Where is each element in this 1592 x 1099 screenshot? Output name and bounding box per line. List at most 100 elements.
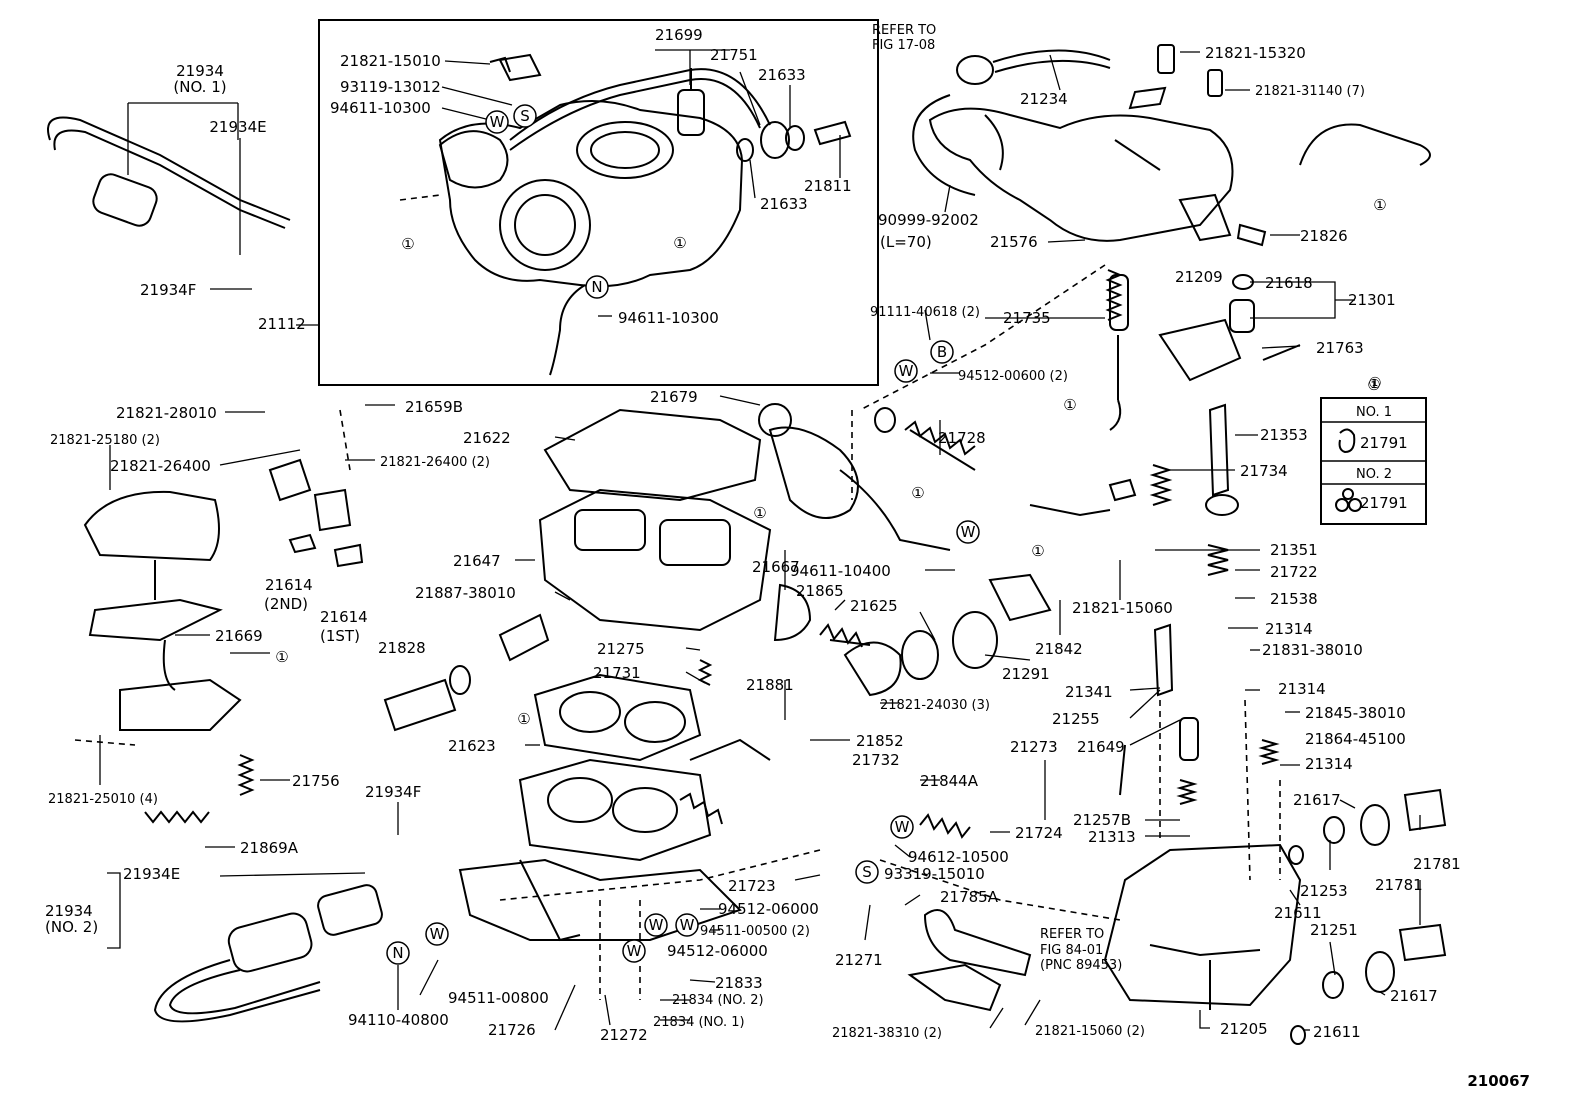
part-callout-65: 21275 — [597, 640, 645, 658]
legend-row-1-part: 21791 — [1360, 434, 1408, 452]
part-callout-46: 94511-00800 — [448, 989, 549, 1007]
part-callout-47: 21679 — [650, 388, 698, 406]
b-symbol: B — [930, 340, 954, 364]
part-callout-8: 21699 — [655, 26, 703, 44]
circled-one-marker-4: ① — [1063, 396, 1076, 414]
part-callout-98: 21271 — [835, 951, 883, 969]
svg-text:W: W — [899, 362, 914, 380]
svg-text:N: N — [392, 944, 403, 962]
part-callout-109: 21611 — [1313, 1023, 1361, 1041]
part-callout-31: 21821-26400 — [110, 457, 211, 475]
refer-note-b-line-0: REFER TO — [1040, 927, 1104, 942]
part-callout-85: 21313 — [1088, 828, 1136, 846]
part-callout-13: 94611-10300 — [618, 309, 719, 327]
svg-text:B: B — [937, 343, 947, 361]
s-symbol-a: S — [513, 104, 537, 128]
part-callout-15: 21821-15320 — [1205, 44, 1306, 62]
part-callout-33: 21614 — [265, 576, 313, 594]
circled-one-marker-6: ① — [753, 504, 766, 522]
part-callout-54: 21887-38010 — [415, 584, 516, 602]
part-callout-1: (NO. 1) — [173, 78, 226, 96]
w-symbol-e: W — [644, 913, 668, 937]
part-callout-51: 21734 — [1240, 462, 1288, 480]
svg-text:W: W — [649, 916, 664, 934]
part-callout-50: 21353 — [1260, 426, 1308, 444]
part-callout-55: 94611-10400 — [790, 562, 891, 580]
refer-note-b-line-1: FIG 84-01 — [1040, 943, 1103, 958]
part-callout-16: 21821-31140 (7) — [1255, 84, 1365, 99]
part-callout-73: 21314 — [1278, 680, 1326, 698]
carburetor-inset-frame — [318, 19, 879, 386]
part-callout-53: 21667 — [752, 558, 800, 576]
part-callout-64: 21828 — [378, 639, 426, 657]
part-callout-5: 21821-15010 — [340, 52, 441, 70]
part-callout-107: 21821-15060 (2) — [1035, 1024, 1145, 1039]
part-callout-59: 21821-15060 — [1072, 599, 1173, 617]
part-callout-69: 21314 — [1265, 620, 1313, 638]
part-callout-103: 21617 — [1390, 987, 1438, 1005]
part-callout-106: 21821-38310 (2) — [832, 1026, 942, 1041]
part-callout-91: 21785A — [940, 888, 999, 906]
part-callout-88: 93319-15010 — [884, 865, 985, 883]
part-callout-28: 21821-28010 — [116, 404, 217, 422]
part-callout-18: (L=70) — [880, 233, 932, 251]
part-callout-95: 94511-00500 (2) — [700, 924, 810, 939]
part-callout-36: (1ST) — [320, 627, 360, 645]
part-callout-26: 21735 — [1003, 309, 1051, 327]
svg-text:W: W — [490, 113, 505, 131]
svg-text:S: S — [862, 863, 872, 881]
w-symbol-c: W — [956, 520, 980, 544]
n-symbol-b: N — [386, 941, 410, 965]
part-callout-68: 21821-24030 (3) — [880, 698, 990, 713]
part-callout-4: 21112 — [258, 315, 306, 333]
part-callout-14: 21234 — [1020, 90, 1068, 108]
w-symbol-a: W — [485, 110, 509, 134]
part-callout-89: 21781 — [1413, 855, 1461, 873]
part-callout-97: 21611 — [1274, 904, 1322, 922]
part-callout-93: 21781 — [1375, 876, 1423, 894]
n-symbol-a: N — [585, 275, 609, 299]
choke-parts-art — [1029, 274, 1301, 517]
part-callout-102: 21834 (NO. 1) — [653, 1015, 745, 1030]
part-callout-7: 94611-10300 — [330, 99, 431, 117]
circled-one-marker-5: ① — [911, 484, 924, 502]
part-callout-23: 21301 — [1348, 291, 1396, 309]
circled-one-marker-3: ① — [1368, 374, 1381, 392]
refer-note-a-line-0: REFER TO — [872, 23, 936, 38]
part-callout-74: 21845-38010 — [1305, 704, 1406, 722]
w-symbol-f: W — [675, 913, 699, 937]
part-callout-77: 21273 — [1010, 738, 1058, 756]
legend-row-1-label: NO. 1 — [1356, 405, 1392, 420]
circled-one-marker-8: ① — [275, 648, 288, 666]
legend-row-2-label: NO. 2 — [1356, 467, 1392, 482]
part-callout-71: 21341 — [1065, 683, 1113, 701]
part-callout-70: 21831-38010 — [1262, 641, 1363, 659]
part-callout-22: 21618 — [1265, 274, 1313, 292]
part-callout-24: 21763 — [1316, 339, 1364, 357]
part-callout-80: 21314 — [1305, 755, 1353, 773]
part-callout-3: 21934F — [140, 281, 196, 299]
part-callout-61: 21625 — [850, 597, 898, 615]
part-callout-63: 21291 — [1002, 665, 1050, 683]
part-callout-48: 21622 — [463, 429, 511, 447]
part-callout-42: 21934E — [123, 865, 180, 883]
part-callout-79: 21864-45100 — [1305, 730, 1406, 748]
circled-one-marker-7: ① — [1031, 542, 1044, 560]
part-callout-90: 21723 — [728, 877, 776, 895]
part-callout-67: 21881 — [746, 676, 794, 694]
part-callout-34: (2ND) — [264, 595, 308, 613]
part-callout-56: 21351 — [1270, 541, 1318, 559]
svg-text:W: W — [680, 916, 695, 934]
part-callout-30: 21821-25180 (2) — [50, 433, 160, 448]
part-callout-92: 21253 — [1300, 882, 1348, 900]
part-callout-84: 21257B — [1073, 811, 1131, 829]
washer-and-symbol-markers: W S N B W W W S W W W W N — [386, 104, 980, 965]
part-callout-100: 21833 — [715, 974, 763, 992]
part-callout-41: 21934F — [365, 783, 421, 801]
carburetor-assembly-art — [438, 53, 852, 376]
part-callout-40: 21869A — [240, 839, 299, 857]
circled-one-marker-9: ① — [517, 710, 530, 728]
part-callout-83: 21617 — [1293, 791, 1341, 809]
part-callout-35: 21614 — [320, 608, 368, 626]
part-callout-81: 21732 — [852, 751, 900, 769]
